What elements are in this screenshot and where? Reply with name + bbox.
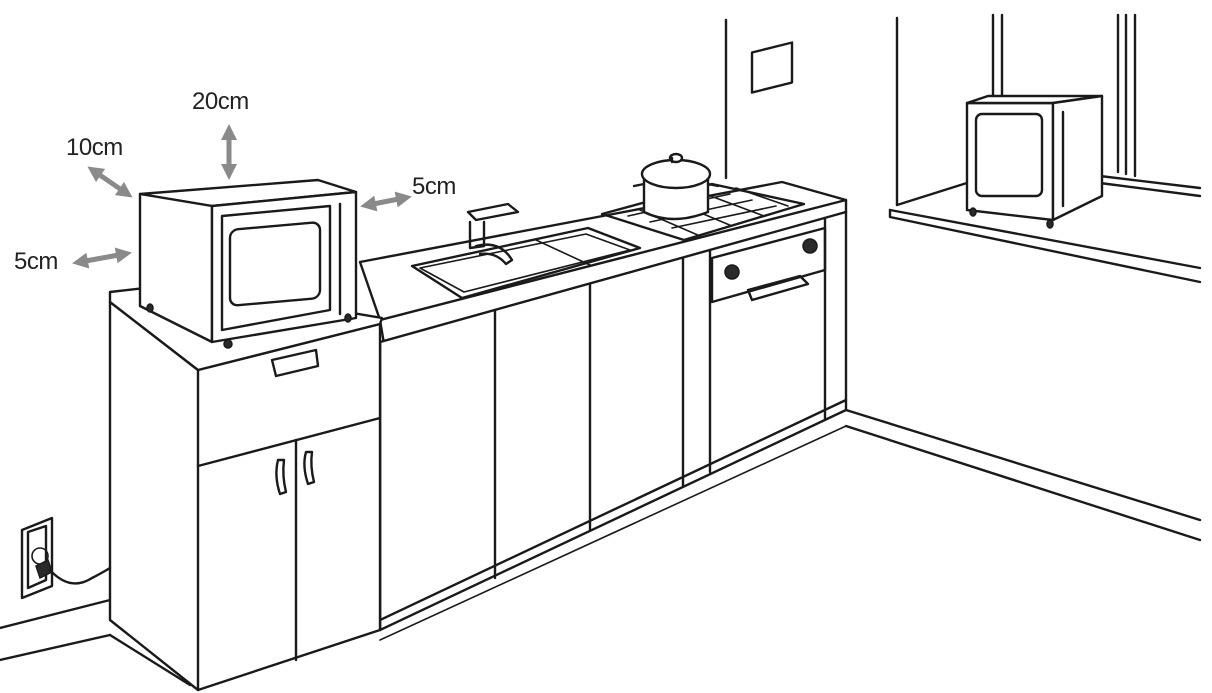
right-clearance-arrow — [360, 191, 412, 212]
wall-outlet-icon — [20, 516, 112, 600]
microwave-cabinet — [108, 282, 384, 692]
top-clearance-label: 20cm — [192, 88, 249, 115]
left-side-clearance-label: 5cm — [14, 248, 58, 275]
right-side-clearance-label: 5cm — [412, 173, 456, 200]
window — [888, 13, 1202, 284]
kitchen-counter — [358, 41, 848, 641]
back-clearance-label: 10cm — [66, 134, 123, 161]
cooking-pot-icon — [632, 152, 720, 221]
sink — [410, 226, 642, 300]
left-clearance-arrow — [72, 247, 132, 269]
faucet-icon — [466, 202, 520, 266]
double-arrow-icon — [72, 123, 412, 269]
microwave-icon — [138, 178, 358, 349]
back-clearance-arrow — [87, 166, 133, 198]
portable-tv-icon — [965, 94, 1104, 229]
room-outline — [0, 18, 1202, 687]
